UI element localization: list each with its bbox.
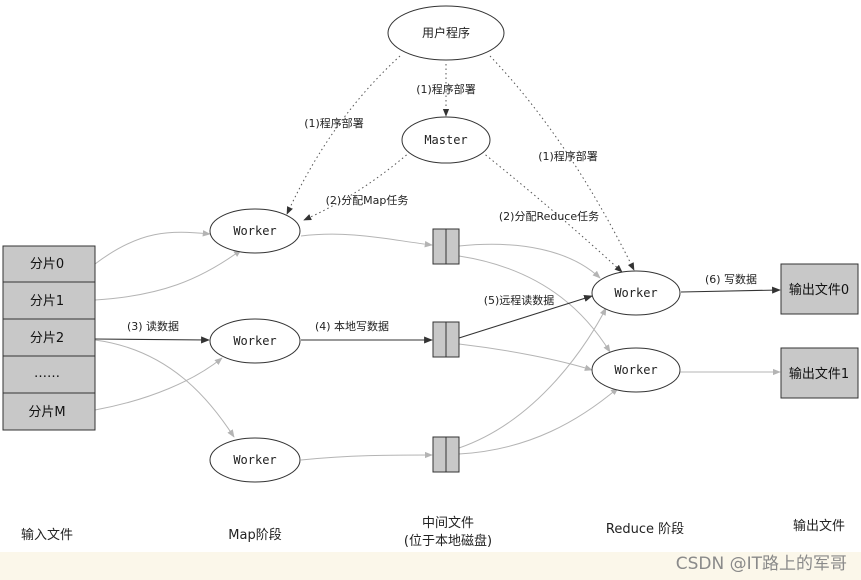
label-assign-map: (2)分配Map任务 [326,194,409,207]
map-worker-1: Worker [209,318,301,364]
intermediate-file-2 [432,436,460,473]
reduce-worker-0: Worker [591,270,681,316]
map-worker-0: Worker [209,208,301,254]
stage-intermediate-line1: 中间文件 [422,516,474,531]
label-deploy-map-worker: (1)程序部署 [304,116,364,130]
worker-label: Worker [233,334,276,348]
input-split-m: 分片M [28,405,65,420]
intermediate-file-0 [432,228,460,265]
output-file-0-box [780,263,859,315]
map-worker-2: Worker [209,437,301,483]
stage-map: Map阶段 [228,528,281,543]
edge-worker0-to-file0 [300,233,433,248]
edge-file0-to-reduce1 [458,255,611,353]
input-splits [2,245,96,431]
worker-label: Worker [614,286,657,300]
edge-worker2-to-file2 [300,451,433,461]
output-file-1: 输出文件1 [789,366,849,382]
edge-reduce0-to-output0 [680,286,781,294]
label-local-write: (4) 本地写数据 [315,319,389,333]
edge-split1-to-worker0 [94,249,242,301]
master-label: Master [424,133,467,147]
gray-data-edges [94,230,781,461]
user-program-label: 用户程序 [422,25,470,40]
input-split-1: 分片1 [30,294,64,309]
input-split-2: 分片2 [30,331,64,346]
worker-label: Worker [614,363,657,377]
edge-splitM-to-worker1 [94,357,223,411]
output-file-0: 输出文件0 [789,282,849,298]
watermark: CSDN @IT路上的军哥 [675,554,847,574]
label-deploy-master: (1)程序部署 [416,82,476,96]
intermediate-file-1 [432,321,460,358]
master-node: Master [401,116,491,164]
label-assign-reduce: (2)分配Reduce任务 [499,210,599,223]
input-split-ellipsis: …… [34,366,60,381]
edge-file2-to-reduce0 [458,307,607,449]
label-remote-read: (5)远程读数据 [484,293,555,307]
control-edges [286,55,635,273]
worker-label: Worker [233,224,276,238]
edge-user-to-reduce-worker [489,55,635,271]
edge-master-to-worker0 [303,151,411,221]
label-write-data: (6) 写数据 [705,272,757,286]
worker-label: Worker [233,453,276,467]
output-file-1-box [780,347,859,399]
input-split-0: 分片0 [30,257,64,272]
user-program-node: 用户程序 [387,5,505,61]
stage-intermediate-line2: (位于本地磁盘) [404,533,492,549]
stage-output: 输出文件 [793,518,845,534]
edge-split2-to-worker2 [94,339,235,438]
stage-reduce: Reduce 阶段 [606,522,684,537]
edge-master-to-reduce-worker [481,151,623,273]
dark-data-edges [94,286,781,344]
edge-file1-to-reduce1 [458,343,593,371]
edge-split2-to-worker1 [94,336,210,344]
edge-file2-to-reduce1 [458,387,619,455]
edge-file0-to-reduce0 [458,243,601,279]
edge-split0-to-worker0 [94,230,211,265]
label-read-data: (3) 读数据 [127,319,179,333]
footer-bar [0,552,861,580]
edge-file1-to-reduce0 [458,295,593,339]
stage-input: 输入文件 [21,527,73,543]
reduce-worker-1: Worker [591,347,681,393]
label-deploy-reduce-worker: (1)程序部署 [538,149,598,163]
edge-user-to-worker0 [286,55,401,215]
